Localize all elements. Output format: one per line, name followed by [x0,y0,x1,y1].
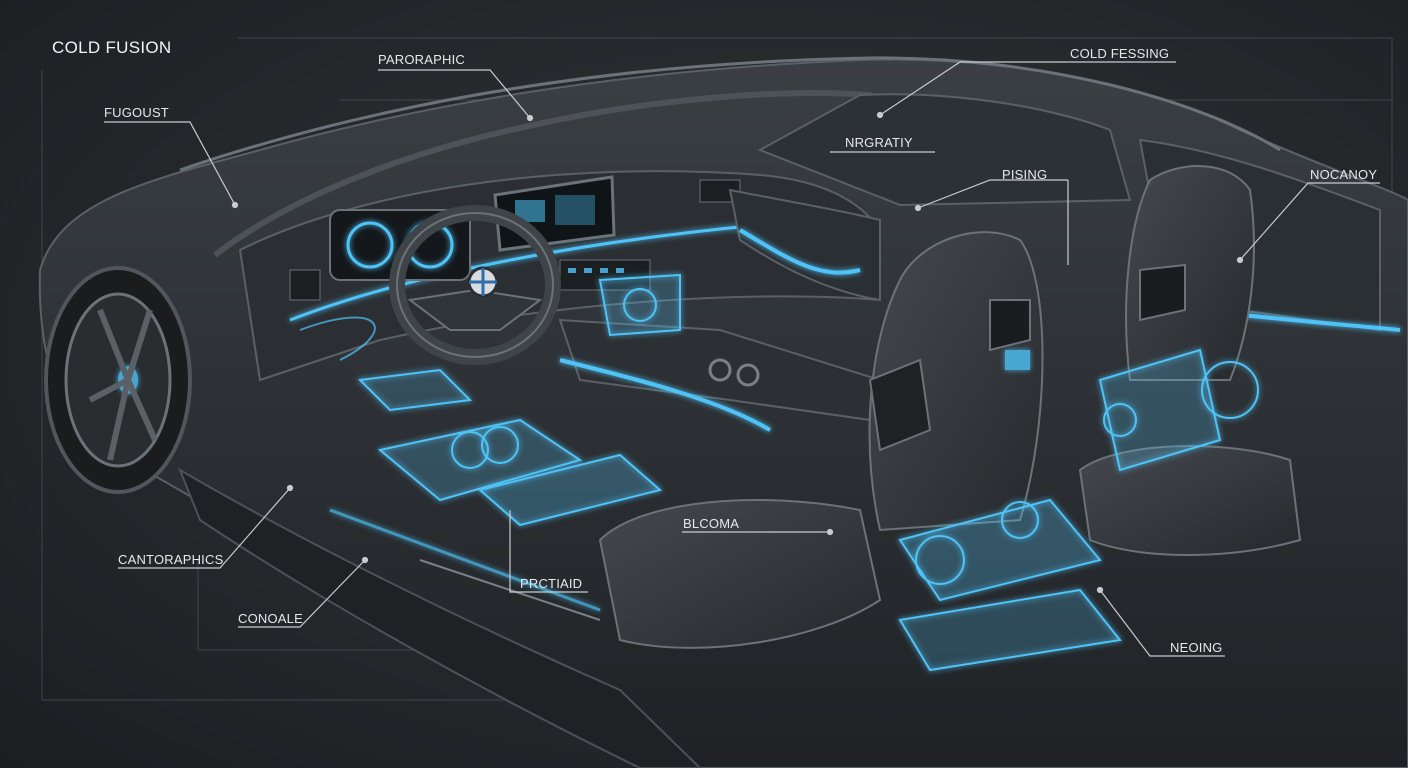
label-neoing: NEOING [1170,640,1223,655]
windshield-frame [213,90,933,258]
label-fugoust: FUGOUST [104,105,169,120]
label-nocanoy: NOCANOY [1310,167,1378,182]
roof-line [179,56,1281,172]
label-cold-fessing: COLD FESSING [1070,46,1170,61]
label-prctiaid: PRCTIAID [520,576,583,591]
label-blcoma: BLCOMA [683,516,740,531]
label-cantoraphics: CANTORAPHICS [118,552,224,567]
leader-lines [104,61,1380,657]
holographic-components [357,273,1259,672]
driver-seat [598,231,1044,649]
steering-wheel [389,205,561,365]
label-pising: PISING [1002,167,1048,182]
front-wheel [44,266,192,494]
label-conoale: CONOALE [238,611,303,626]
diagram-title: COLD FUSION [52,38,172,57]
label-nrgratiy: NRGRATIY [845,135,913,150]
label-paraphic: PARORAPHIC [378,52,465,67]
side-window [757,93,1132,207]
door-sill [177,467,702,768]
